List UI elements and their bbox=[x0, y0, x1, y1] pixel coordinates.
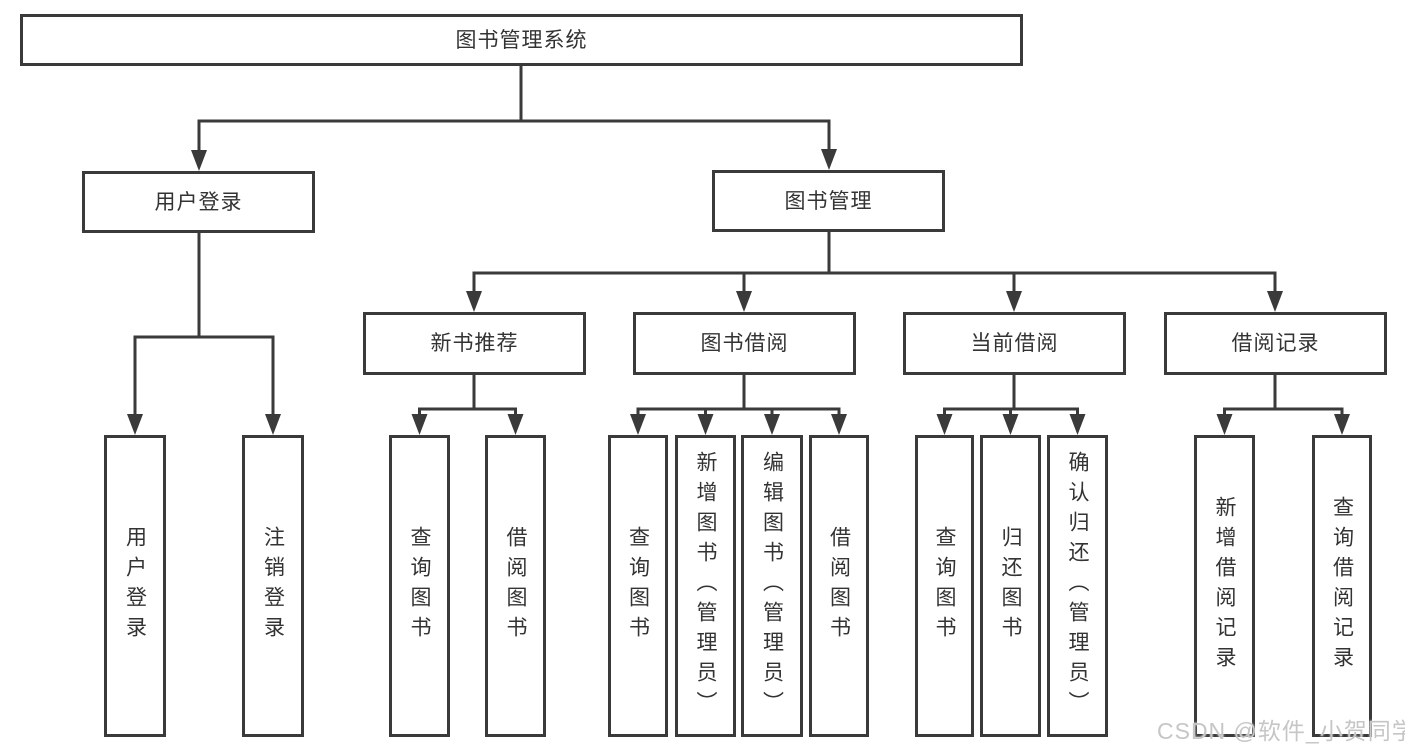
leaf-return-book: 归还图书 bbox=[980, 435, 1041, 737]
node-book-management: 图书管理 bbox=[712, 170, 945, 232]
leaf-query-books-current: 查询图书 bbox=[915, 435, 974, 737]
leaf-query-books-borrow: 查询图书 bbox=[608, 435, 668, 737]
leaf-add-borrow-record: 新增借阅记录 bbox=[1194, 435, 1255, 737]
csdn-watermark: CSDN @软件_小贺同学 bbox=[1157, 718, 1405, 744]
node-borrow-records: 借阅记录 bbox=[1164, 312, 1387, 375]
leaf-logout: 注销登录 bbox=[242, 435, 304, 737]
leaf-query-books-recommend: 查询图书 bbox=[389, 435, 450, 737]
node-current-borrow: 当前借阅 bbox=[903, 312, 1126, 375]
leaf-add-book-admin: 新增图书（管理员） bbox=[675, 435, 736, 737]
node-root: 图书管理系统 bbox=[20, 14, 1023, 66]
leaf-user-login: 用户登录 bbox=[104, 435, 166, 737]
node-new-book-recommend: 新书推荐 bbox=[363, 312, 586, 375]
leaf-borrow-books: 借阅图书 bbox=[809, 435, 869, 737]
leaf-query-borrow-record: 查询借阅记录 bbox=[1312, 435, 1372, 737]
node-user-login: 用户登录 bbox=[82, 171, 315, 233]
node-book-borrow: 图书借阅 bbox=[633, 312, 856, 375]
leaf-borrow-books-recommend: 借阅图书 bbox=[485, 435, 546, 737]
leaf-edit-book-admin: 编辑图书（管理员） bbox=[741, 435, 803, 737]
leaf-confirm-return-admin: 确认归还（管理员） bbox=[1047, 435, 1108, 737]
